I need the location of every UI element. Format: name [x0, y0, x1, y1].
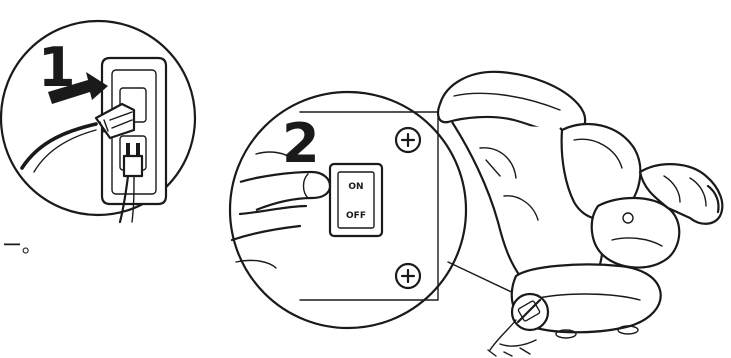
callout-line [448, 262, 520, 296]
chair-armrest [592, 198, 680, 268]
bottom-screw-icon [396, 264, 420, 288]
foot-mark: ー。 [2, 233, 42, 257]
massage-chair [438, 72, 722, 356]
outlet-slot [126, 143, 130, 155]
step-one-inset: 1 [1, 21, 195, 222]
step-two-number: 2 [282, 112, 320, 175]
ground-plug [124, 156, 142, 176]
outlet-slot [136, 143, 140, 155]
step-one-number: 1 [38, 36, 76, 99]
switch-on-label: ON [348, 182, 363, 192]
top-screw-icon [396, 128, 420, 152]
switch-location-marker [512, 294, 548, 330]
switch-off-label: OFF [346, 211, 366, 221]
step-two-inset: ON OFF 2 [230, 92, 466, 328]
